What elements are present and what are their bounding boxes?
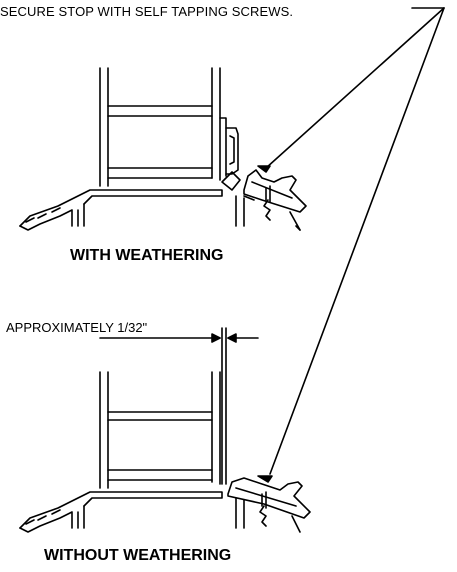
top-frame-profile: [99, 67, 227, 187]
with-weathering-caption: WITH WEATHERING: [70, 247, 224, 264]
callout-leaders: [257, 7, 445, 483]
screw-callout-label: SECURE STOP WITH SELF TAPPING SCREWS.: [0, 4, 294, 19]
top-stop: [243, 169, 307, 231]
bottom-sill-profile: [19, 491, 245, 533]
bottom-frame-profile: [99, 327, 227, 489]
weathering-strip: [221, 127, 241, 191]
bottom-assembly: [19, 327, 311, 533]
bottom-stop: [227, 477, 311, 533]
top-sill-profile: [19, 189, 255, 231]
top-assembly: [19, 67, 307, 231]
gap-dimension: [99, 333, 259, 343]
without-weathering-caption: WITHOUT WEATHERING: [44, 547, 232, 564]
gap-dimension-label: APPROXIMATELY 1/32": [6, 320, 148, 335]
